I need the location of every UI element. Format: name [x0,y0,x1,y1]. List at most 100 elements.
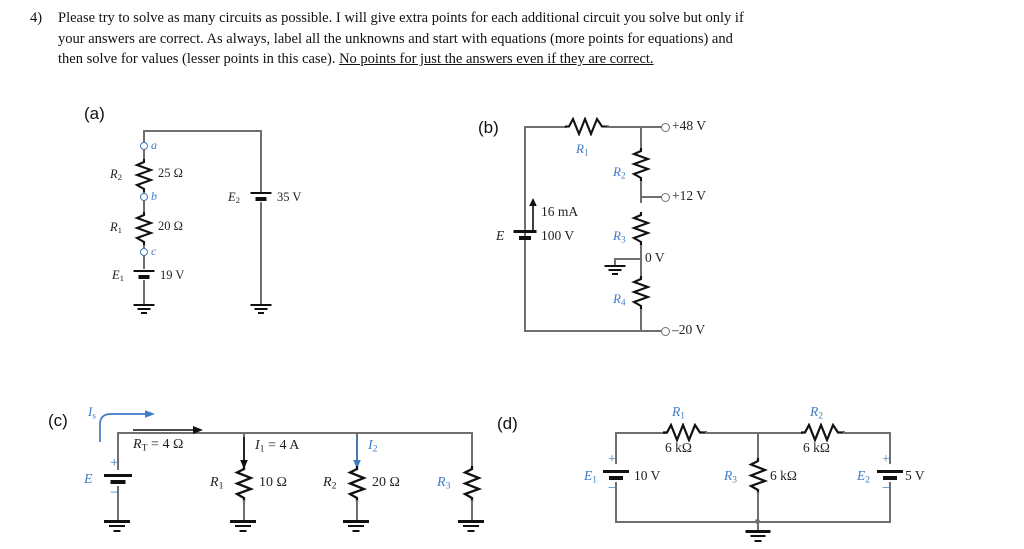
problem-line-3: then solve for values (lesser points in … [58,49,990,70]
current-c-i2-label: I2 [368,438,378,455]
battery-a-e1-label: E1 [112,268,125,284]
battery-d-e1-minus: − [608,481,616,496]
resistor-d-r2-label: R2 [810,404,823,422]
current-b-16ma-label: 16 mA [541,204,579,219]
resistor-d-r2-value: 6 kΩ [803,440,830,455]
wire-d-top-mid-right [757,432,803,434]
ground-c-r1 [230,520,256,533]
wire-d-top-right [843,432,889,434]
battery-d-e1-value: 10 V [634,468,661,483]
resistor-b-r1-label: R1 [576,141,589,158]
resistor-c-r1-value: 10 Ω [259,475,287,490]
wire-b-chain-5 [640,309,642,331]
resistor-c-r2 [347,466,367,502]
battery-d-e2-value: 5 V [905,468,925,483]
resistor-d-r3-value: 6 kΩ [770,468,797,483]
resistor-d-r1-value: 6 kΩ [665,440,692,455]
ground-d [745,530,770,543]
terminal-b-12v [661,193,670,202]
battery-a-e2-label: E2 [228,190,241,206]
resistor-a-r1-value: 20 Ω [158,219,183,233]
resistor-a-r1 [134,212,154,246]
resistor-d-r2 [801,423,845,442]
problem-statement: 4) Please try to solve as many circuits … [30,8,990,70]
wire-a-a-to-r2 [143,149,145,161]
terminal-b-minus20v-label: –20 V [672,322,706,337]
wire-d-e2-top [889,432,891,464]
battery-d-e1 [603,468,629,484]
resistor-b-r4 [631,276,651,310]
wire-d-r3-top [757,432,759,460]
circuit-d-caption: (d) [497,414,518,433]
wire-b-bottom [524,330,665,332]
battery-d-e1-label: E1 [584,468,597,486]
problem-line-3-plain: then solve for values (lesser points in … [58,51,340,67]
resistor-a-r2 [134,159,154,193]
wire-b-top-right [607,126,665,128]
resistor-d-r3-label: R3 [724,468,737,486]
resistor-b-r1 [565,117,609,136]
terminal-b-0v-label: 0 V [645,250,665,265]
current-arrow-b-16ma [529,198,537,232]
resistor-c-r3 [462,466,482,502]
total-resistance-c-label: RT = 4 Ω [133,437,184,454]
wire-d-top-mid-left [705,432,757,434]
current-c-is-label: Is [88,404,96,421]
wire-d-e1-bottom [615,482,617,522]
wire-b-chain-3 [640,245,642,263]
resistor-a-r1-label: R1 [110,220,123,236]
battery-d-e2-plus: + [882,452,890,467]
wire-b-tap-12v [640,196,665,198]
resistor-c-r2-label: R2 [323,475,337,492]
battery-d-e1-plus: + [608,452,616,467]
battery-c-e [104,472,132,488]
battery-b-e-value: 100 V [541,228,575,243]
node-a-label: a [151,138,157,152]
battery-c-e-plus: + [110,455,119,471]
resistor-b-r4-label: R4 [613,291,626,308]
wire-a-c-to-e1 [143,255,145,269]
terminal-b-48v-label: +48 V [672,118,706,133]
circuit-b-caption: (b) [478,118,499,137]
wire-d-gnd-drop [757,521,759,531]
wire-a-right-top [260,130,262,192]
wire-b-chain-4 [640,258,642,278]
ground-c-r3 [458,520,484,533]
wire-b-gnd-drop [614,258,616,266]
resistor-c-r3-label: R3 [437,475,451,492]
resistor-c-r1-label: R1 [210,475,224,492]
circuit-c: (c) Is RT = 4 Ω + E − [0,0,500,549]
wire-d-e2-bottom [889,482,891,522]
wire-b-chain-2 [640,181,642,203]
problem-line-3-underlined: No points for just the answers even if t… [339,51,654,67]
wire-c-r2-bottom [356,500,358,522]
wire-b-gnd-tap [614,258,641,260]
battery-c-e-label: E [84,472,93,487]
battery-a-e2 [250,190,271,203]
current-arrow-c-i2 [353,437,361,469]
battery-a-e2-value: 35 V [277,190,302,204]
wire-a-e1-to-gnd [143,280,145,306]
ground-a-left [133,304,154,316]
current-c-i1-label: I1 = 4 A [255,438,300,455]
wire-c-e-top [117,432,119,470]
problem-line-1: Please try to solve as many circuits as … [58,10,744,26]
resistor-d-r1 [663,423,707,442]
wire-c-r1-bottom [243,500,245,522]
battery-d-e2 [877,468,903,484]
ground-c-r2 [343,520,369,533]
current-arrow-c-i1 [240,437,248,469]
resistor-b-r2-label: R2 [613,164,626,181]
battery-c-e-minus: − [110,485,119,501]
wire-b-top-left [524,126,567,128]
wire-c-r3-top [471,432,473,468]
wire-d-e1-top [615,432,617,464]
wire-a-top [143,130,261,132]
problem-number: 4) [30,10,43,26]
wire-a-b-to-r1 [143,200,145,214]
resistor-c-r2-value: 20 Ω [372,475,400,490]
wire-c-e-bottom [117,486,119,522]
terminal-b-minus20v [661,327,670,336]
wire-b-left-rail [524,126,526,331]
